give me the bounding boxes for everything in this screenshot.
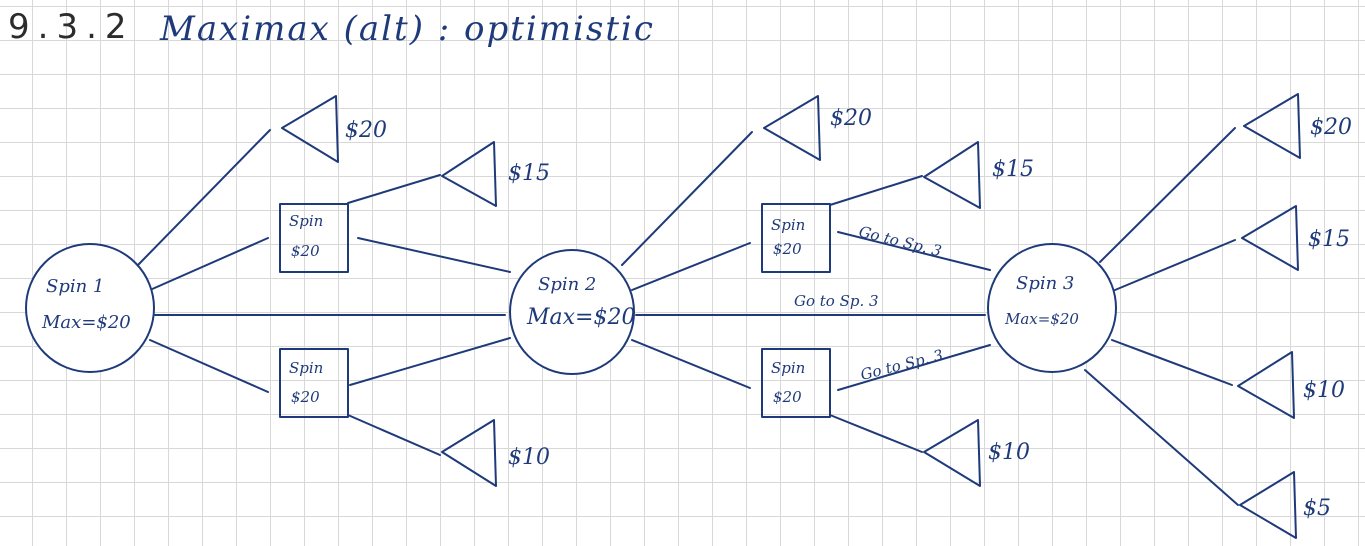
payoff-triangle (1239, 471, 1297, 539)
box-label: Spin (771, 216, 805, 234)
chance-node-circle (25, 243, 155, 373)
payoff-label: $20 (1310, 115, 1352, 140)
node-name: Spin 2 (538, 274, 596, 295)
box-label: Spin (771, 359, 805, 377)
box-b: Spin $20 (279, 348, 349, 418)
node-max: Max=$20 (1004, 310, 1079, 328)
payoff-triangle (1243, 93, 1301, 159)
edge-box-d-to-payoff6 (829, 414, 923, 453)
decision-box (279, 203, 349, 273)
box-label: Spin (289, 212, 323, 230)
edge-label-go-to-spin3-upper: Go to Sp. 3 (857, 222, 943, 260)
decision-box (761, 348, 831, 418)
edge-box-d-to-spin3 (837, 344, 991, 391)
box-value: $20 (773, 240, 802, 258)
payoff-label: $15 (992, 157, 1034, 182)
decision-box (761, 203, 831, 273)
edge-box-b-to-spin2 (349, 337, 511, 386)
spin1-node: Spin 1 Max=$20 (25, 243, 155, 373)
page-title: Maximax (alt) : optimistic (159, 9, 655, 49)
node-name: Spin 1 (46, 276, 104, 297)
edge-spin1-to-payoff1 (137, 129, 271, 266)
payoff-triangle (923, 141, 981, 209)
node-max: Max=$20 (41, 312, 131, 333)
box-value: $20 (773, 388, 802, 406)
edge-spin1-to-box-a (149, 237, 269, 291)
payoff-triangles (281, 93, 1301, 539)
payoff-label: $10 (1303, 378, 1345, 403)
edge-spin2-to-box-d (631, 339, 751, 389)
payoff-triangle (441, 141, 497, 207)
payoff-triangle (281, 95, 339, 163)
box-label: Spin (289, 359, 323, 377)
spin2-node: Spin 2 Max=$20 (509, 249, 635, 375)
edge-spin2-to-payoff4 (621, 131, 753, 266)
section-number: 9.3.2 (8, 7, 135, 47)
payoff-label: $10 (988, 440, 1030, 465)
payoff-triangle (763, 95, 821, 161)
chance-node-circle (509, 249, 635, 375)
payoff-label: $20 (345, 118, 387, 143)
tree-edges (137, 127, 1239, 506)
payoff-label: $15 (508, 161, 550, 186)
payoff-triangle (923, 419, 981, 487)
edge-box-c-to-payoff5 (829, 175, 923, 206)
chance-node-circle (987, 243, 1117, 373)
edge-box-a-to-payoff2 (347, 174, 441, 204)
edge-box-b-to-payoff3 (347, 414, 441, 456)
edge-spin3-to-payoff10 (1084, 369, 1239, 506)
node-name: Spin 3 (1016, 273, 1074, 294)
edge-spin2-to-box-c (631, 242, 751, 291)
edge-box-c-to-spin3 (837, 231, 991, 271)
payoff-triangle (1241, 205, 1299, 271)
payoff-triangle (441, 419, 497, 487)
payoff-label: $10 (508, 445, 550, 470)
edge-spin1-to-box-b (149, 339, 269, 393)
payoff-triangle (1237, 351, 1295, 419)
edge-spin3-to-payoff8 (1114, 239, 1236, 291)
payoff-labels: $20 $15 $10 $20 $15 $10 $20 $15 $10 $5 (345, 106, 1352, 521)
box-a: Spin $20 (279, 203, 349, 273)
payoff-label: $20 (830, 106, 872, 131)
box-d: Spin $20 (761, 348, 831, 418)
payoff-label: $15 (1308, 227, 1350, 252)
edge-label-go-to-spin3-lower: Go to Sp. 3 (859, 346, 945, 384)
node-max: Max=$20 (526, 305, 635, 330)
decision-box (279, 348, 349, 418)
payoff-label: $5 (1303, 496, 1331, 521)
box-c: Spin $20 (761, 203, 831, 273)
spin3-node: Spin 3 Max=$20 (987, 243, 1117, 373)
edge-spin3-to-payoff9 (1111, 339, 1233, 386)
box-value: $20 (291, 388, 320, 406)
box-value: $20 (291, 242, 320, 260)
edge-box-a-to-spin2 (357, 237, 511, 273)
edge-spin3-to-payoff7 (1099, 127, 1236, 263)
edge-label-go-to-spin3-middle: Go to Sp. 3 (794, 292, 879, 310)
